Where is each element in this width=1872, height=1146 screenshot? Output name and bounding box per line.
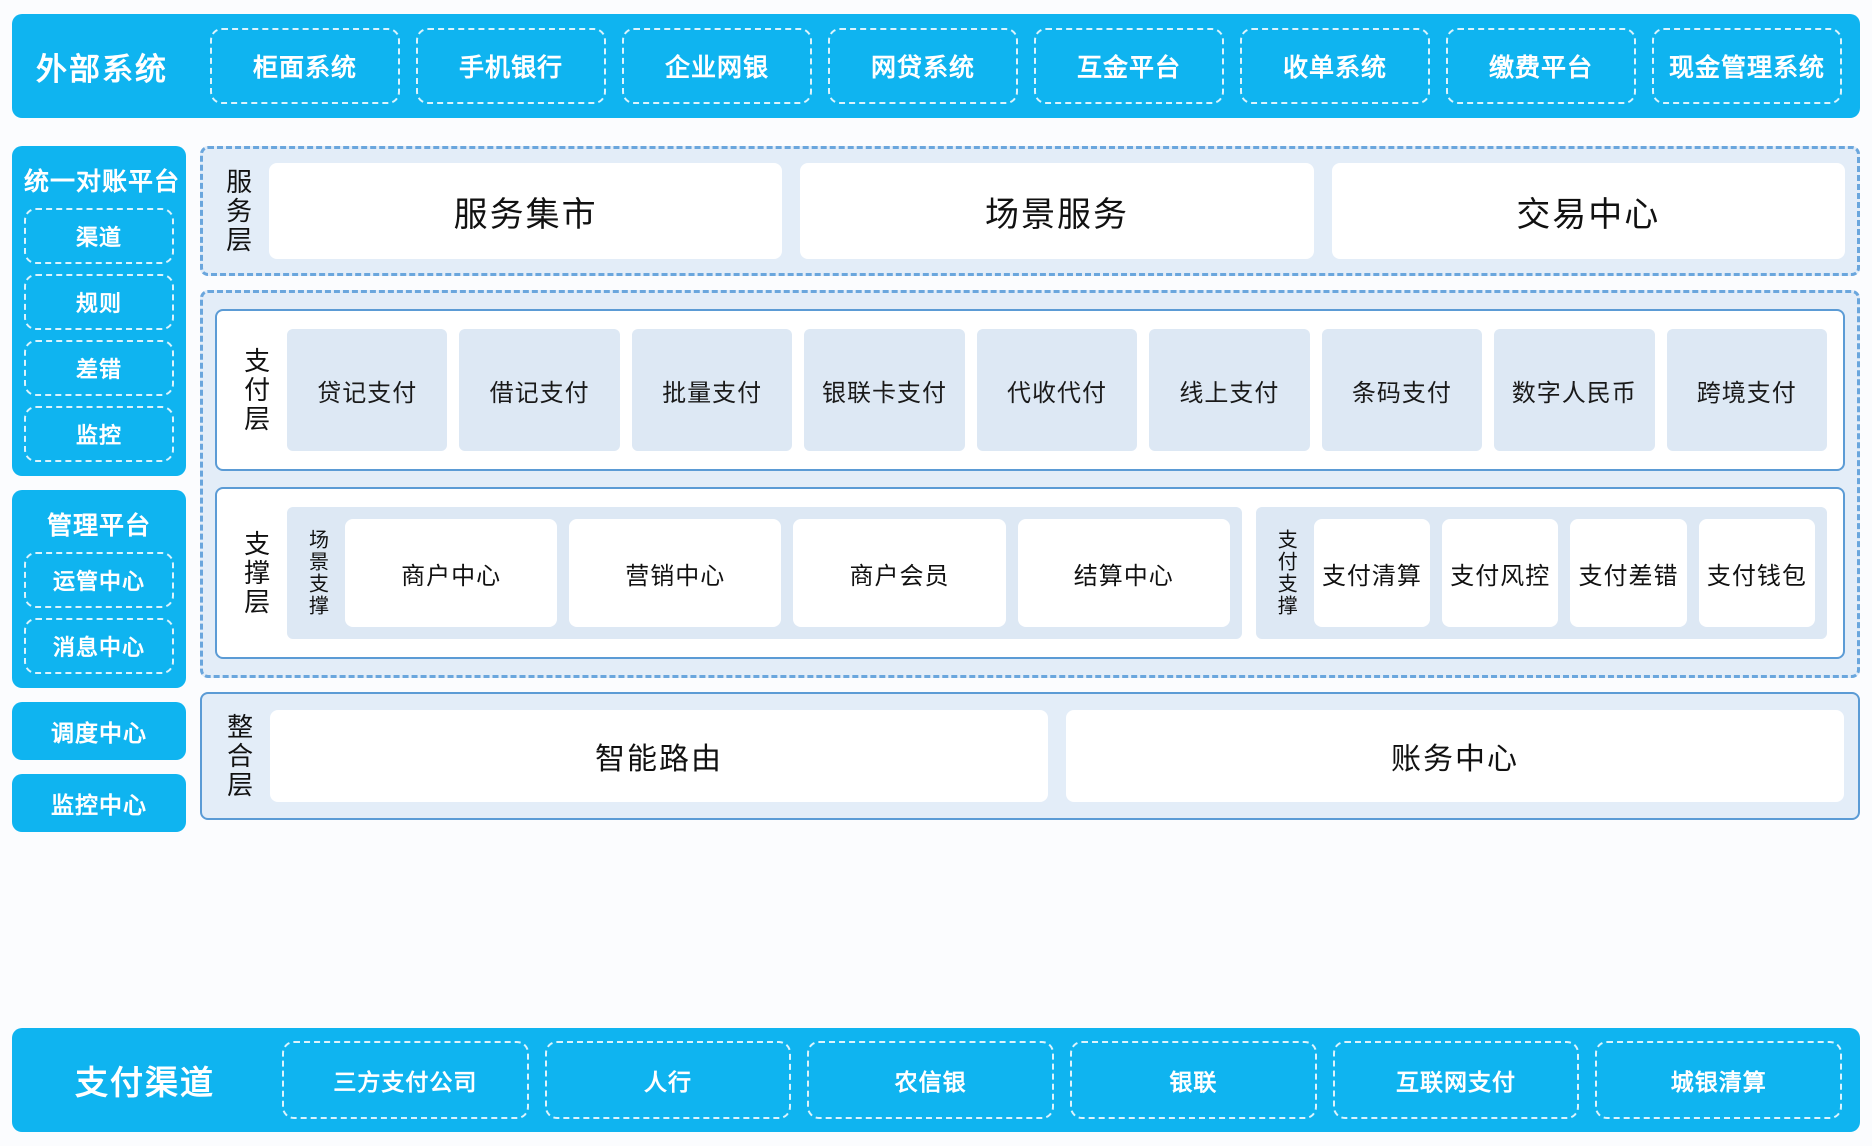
support-layer-groups: 场景支撑 商户中心 营销中心 商户会员 结算中心 支付支撑 支付清算 支付风控 … <box>287 507 1827 639</box>
payment-support-subgroup: 支付支撑 支付清算 支付风控 支付差错 支付钱包 <box>1255 507 1827 639</box>
external-system-item[interactable]: 手机银行 <box>416 28 606 104</box>
scheduling-center-card[interactable]: 调度中心 <box>12 702 186 760</box>
external-system-item[interactable]: 柜面系统 <box>210 28 400 104</box>
external-system-item[interactable]: 现金管理系统 <box>1652 28 1842 104</box>
payment-card-debit[interactable]: 借记支付 <box>459 329 620 451</box>
integration-layer-panel: 整合层 智能路由 账务中心 <box>200 692 1860 820</box>
payment-channel-item[interactable]: 三方支付公司 <box>282 1041 529 1119</box>
reconciliation-platform-card: 统一对账平台 渠道 规则 差错 监控 <box>12 146 186 476</box>
payment-card-digital-rmb[interactable]: 数字人民币 <box>1494 329 1655 451</box>
monitoring-center-card[interactable]: 监控中心 <box>12 774 186 832</box>
payment-card-online[interactable]: 线上支付 <box>1149 329 1310 451</box>
management-item-operations[interactable]: 运管中心 <box>24 552 174 608</box>
reconciliation-item-error[interactable]: 差错 <box>24 340 174 396</box>
integration-card-smart-routing[interactable]: 智能路由 <box>270 710 1048 802</box>
support-layer-panel: 支撑层 场景支撑 商户中心 营销中心 商户会员 结算中心 支付支撑 <box>215 487 1845 659</box>
service-card-marketplace[interactable]: 服务集市 <box>269 163 783 259</box>
support-card-payment-risk[interactable]: 支付风控 <box>1442 519 1559 627</box>
payment-channel-item[interactable]: 城银清算 <box>1595 1041 1843 1119</box>
payment-card-credit[interactable]: 贷记支付 <box>287 329 448 451</box>
payment-channel-item[interactable]: 银联 <box>1070 1041 1317 1119</box>
external-systems-title: 外部系统 <box>36 51 168 87</box>
support-card-merchant-member[interactable]: 商户会员 <box>793 519 1006 627</box>
payment-channel-item[interactable]: 互联网支付 <box>1332 1041 1580 1119</box>
service-card-transaction[interactable]: 交易中心 <box>1331 163 1845 259</box>
integration-layer-cards: 智能路由 账务中心 <box>270 710 1844 802</box>
support-layer-label: 支撑层 <box>240 529 271 617</box>
external-systems-bar: 外部系统 柜面系统 手机银行 企业网银 网贷系统 互金平台 收单系统 缴费平台 … <box>12 14 1860 118</box>
external-system-item[interactable]: 缴费平台 <box>1446 28 1636 104</box>
service-layer-cards: 服务集市 场景服务 交易中心 <box>269 163 1845 259</box>
payment-support-group: 支付层 贷记支付 借记支付 批量支付 银联卡支付 代收代付 线上支付 条码支付 … <box>200 290 1860 678</box>
integration-card-accounting-center[interactable]: 账务中心 <box>1066 710 1844 802</box>
service-layer-row: 服务层 服务集市 场景服务 交易中心 <box>215 163 1845 259</box>
support-card-payment-clearing[interactable]: 支付清算 <box>1313 519 1431 627</box>
payment-card-batch[interactable]: 批量支付 <box>631 329 793 451</box>
payment-card-collection[interactable]: 代收代付 <box>976 329 1138 451</box>
layer-stack: 服务层 服务集市 场景服务 交易中心 支付层 贷记支付 <box>200 146 1860 820</box>
external-system-item[interactable]: 网贷系统 <box>828 28 1018 104</box>
payment-card-barcode[interactable]: 条码支付 <box>1321 329 1483 451</box>
management-item-message[interactable]: 消息中心 <box>24 618 174 674</box>
payment-card-cross-border[interactable]: 跨境支付 <box>1666 329 1827 451</box>
payment-card-unionpay[interactable]: 银联卡支付 <box>804 329 965 451</box>
payment-support-label: 支付支撑 <box>1274 529 1297 617</box>
external-system-item[interactable]: 收单系统 <box>1240 28 1430 104</box>
support-layer-row: 支撑层 场景支撑 商户中心 营销中心 商户会员 结算中心 支付支撑 <box>233 507 1827 639</box>
payment-layer-label: 支付层 <box>240 346 271 434</box>
support-card-merchant-center[interactable]: 商户中心 <box>345 519 558 627</box>
scenario-support-group: 场景支撑 商户中心 营销中心 商户会员 结算中心 <box>287 507 1242 639</box>
payment-layer-cards: 贷记支付 借记支付 批量支付 银联卡支付 代收代付 线上支付 条码支付 数字人民… <box>287 329 1827 451</box>
reconciliation-item-monitor[interactable]: 监控 <box>24 406 174 462</box>
payment-channels-title: 支付渠道 <box>75 1064 215 1101</box>
external-system-item[interactable]: 互金平台 <box>1034 28 1224 104</box>
service-layer-group: 服务层 服务集市 场景服务 交易中心 <box>200 146 1860 276</box>
management-platform-title: 管理平台 <box>46 512 151 540</box>
reconciliation-platform-title: 统一对账平台 <box>24 168 181 196</box>
management-platform-card: 管理平台 运管中心 消息中心 <box>12 490 186 688</box>
payment-layer-row: 支付层 贷记支付 借记支付 批量支付 银联卡支付 代收代付 线上支付 条码支付 … <box>233 329 1827 451</box>
support-card-payment-wallet[interactable]: 支付钱包 <box>1698 519 1815 627</box>
payment-channel-item[interactable]: 农信银 <box>807 1041 1055 1119</box>
service-card-scenario[interactable]: 场景服务 <box>800 163 1314 259</box>
external-systems-items: 柜面系统 手机银行 企业网银 网贷系统 互金平台 收单系统 缴费平台 现金管理系… <box>188 28 1842 104</box>
integration-layer-row: 整合层 智能路由 账务中心 <box>216 710 1844 802</box>
reconciliation-item-channel[interactable]: 渠道 <box>24 208 174 264</box>
payment-channels-items: 三方支付公司 人行 农信银 银联 互联网支付 城银清算 <box>260 1041 1843 1119</box>
service-layer-label: 服务层 <box>222 167 253 255</box>
reconciliation-item-rule[interactable]: 规则 <box>24 274 174 330</box>
support-card-settlement-center[interactable]: 结算中心 <box>1017 519 1230 627</box>
support-card-marketing-center[interactable]: 营销中心 <box>569 519 782 627</box>
payment-channel-item[interactable]: 人行 <box>544 1041 792 1119</box>
scenario-support-label: 场景支撑 <box>305 529 328 617</box>
payment-channels-bar: 支付渠道 三方支付公司 人行 农信银 银联 互联网支付 城银清算 <box>12 1028 1860 1132</box>
integration-layer-label: 整合层 <box>223 712 254 800</box>
support-card-payment-error[interactable]: 支付差错 <box>1570 519 1687 627</box>
left-rail: 统一对账平台 渠道 规则 差错 监控 管理平台 运管中心 消息中心 调度中心 监… <box>12 146 186 832</box>
payment-layer-panel: 支付层 贷记支付 借记支付 批量支付 银联卡支付 代收代付 线上支付 条码支付 … <box>215 309 1845 471</box>
middle-region: 统一对账平台 渠道 规则 差错 监控 管理平台 运管中心 消息中心 调度中心 监… <box>12 146 1860 832</box>
external-system-item[interactable]: 企业网银 <box>622 28 812 104</box>
